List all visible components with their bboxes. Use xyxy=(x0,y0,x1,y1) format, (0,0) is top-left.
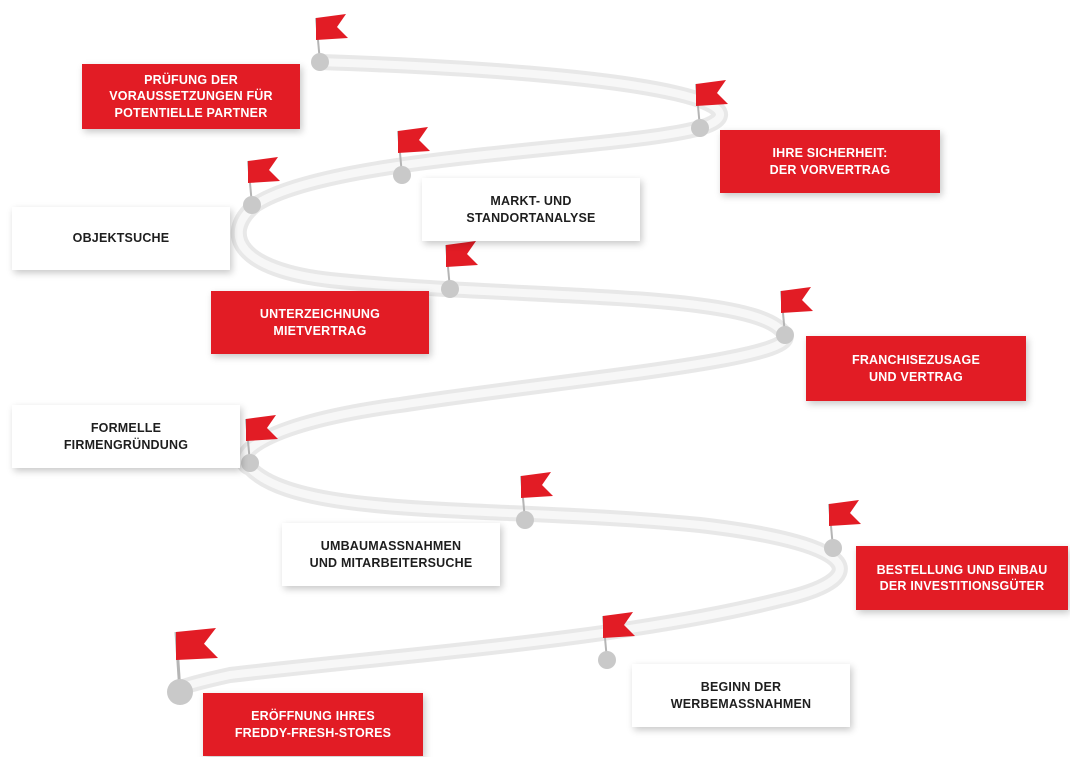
flag-icon xyxy=(521,472,553,498)
flag-icon xyxy=(696,80,728,106)
flag-icon xyxy=(603,612,635,638)
flag-icon xyxy=(398,127,430,153)
step-renovation-staffing: UMBAUMASSNAHMEN UND MITARBEITERSUCHE xyxy=(282,523,500,586)
road-marker xyxy=(311,53,329,71)
step-advertising-start: BEGINN DER WERBEMASSNAHMEN xyxy=(632,664,850,727)
road-highlight xyxy=(173,58,844,697)
road-marker xyxy=(776,326,794,344)
road-marker xyxy=(824,539,842,557)
flag-icon xyxy=(246,415,278,441)
flag-icon xyxy=(446,241,478,267)
step-equipment-order: BESTELLUNG UND EINBAU DER INVESTITIONSGÜ… xyxy=(856,546,1068,610)
flag-icon xyxy=(316,14,348,40)
step-market-analysis: MARKT- UND STANDORTANALYSE xyxy=(422,178,640,241)
step-franchise-contract: FRANCHISEZUSAGE UND VERTRAG xyxy=(806,336,1026,401)
step-label: PRÜFUNG DER VORAUSSETZUNGEN FÜR POTENTIE… xyxy=(109,73,273,120)
step-label: OBJEKTSUCHE xyxy=(72,231,170,246)
flag-icon xyxy=(176,628,218,660)
step-label: FORMELLE FIRMENGRÜNDUNG xyxy=(63,421,189,452)
flag-icon xyxy=(248,157,280,183)
step-label: IHRE SICHERHEIT: DER VORVERTRAG xyxy=(769,146,891,177)
road-marker xyxy=(393,166,411,184)
step-pre-contract: IHRE SICHERHEIT: DER VORVERTRAG xyxy=(720,130,940,193)
road-marker xyxy=(598,651,616,669)
step-partner-check: PRÜFUNG DER VORAUSSETZUNGEN FÜR POTENTIE… xyxy=(82,64,300,129)
road-marker xyxy=(441,280,459,298)
flag-icon xyxy=(781,287,813,313)
step-lease-signing: UNTERZEICHNUNG MIETVERTRAG xyxy=(211,291,429,354)
step-company-founding: FORMELLE FIRMENGRÜNDUNG xyxy=(12,405,240,468)
step-label: MARKT- UND STANDORTANALYSE xyxy=(466,194,596,225)
step-label: FRANCHISEZUSAGE UND VERTRAG xyxy=(851,353,980,384)
step-store-opening: ERÖFFNUNG IHRES FREDDY-FRESH-STORES xyxy=(203,693,423,756)
step-label: ERÖFFNUNG IHRES FREDDY-FRESH-STORES xyxy=(234,709,392,740)
step-label: BESTELLUNG UND EINBAU DER INVESTITIONSGÜ… xyxy=(876,562,1048,593)
step-label: UNTERZEICHNUNG MIETVERTRAG xyxy=(259,307,381,338)
step-property-search: OBJEKTSUCHE xyxy=(12,207,230,270)
road-marker xyxy=(516,511,534,529)
road-marker xyxy=(241,454,259,472)
road-marker xyxy=(691,119,709,137)
road-marker xyxy=(167,679,193,705)
step-label: UMBAUMASSNAHMEN UND MITARBEITERSUCHE xyxy=(309,539,473,570)
road-marker xyxy=(243,196,261,214)
step-label: BEGINN DER WERBEMASSNAHMEN xyxy=(670,680,812,711)
flag-icon xyxy=(829,500,861,526)
